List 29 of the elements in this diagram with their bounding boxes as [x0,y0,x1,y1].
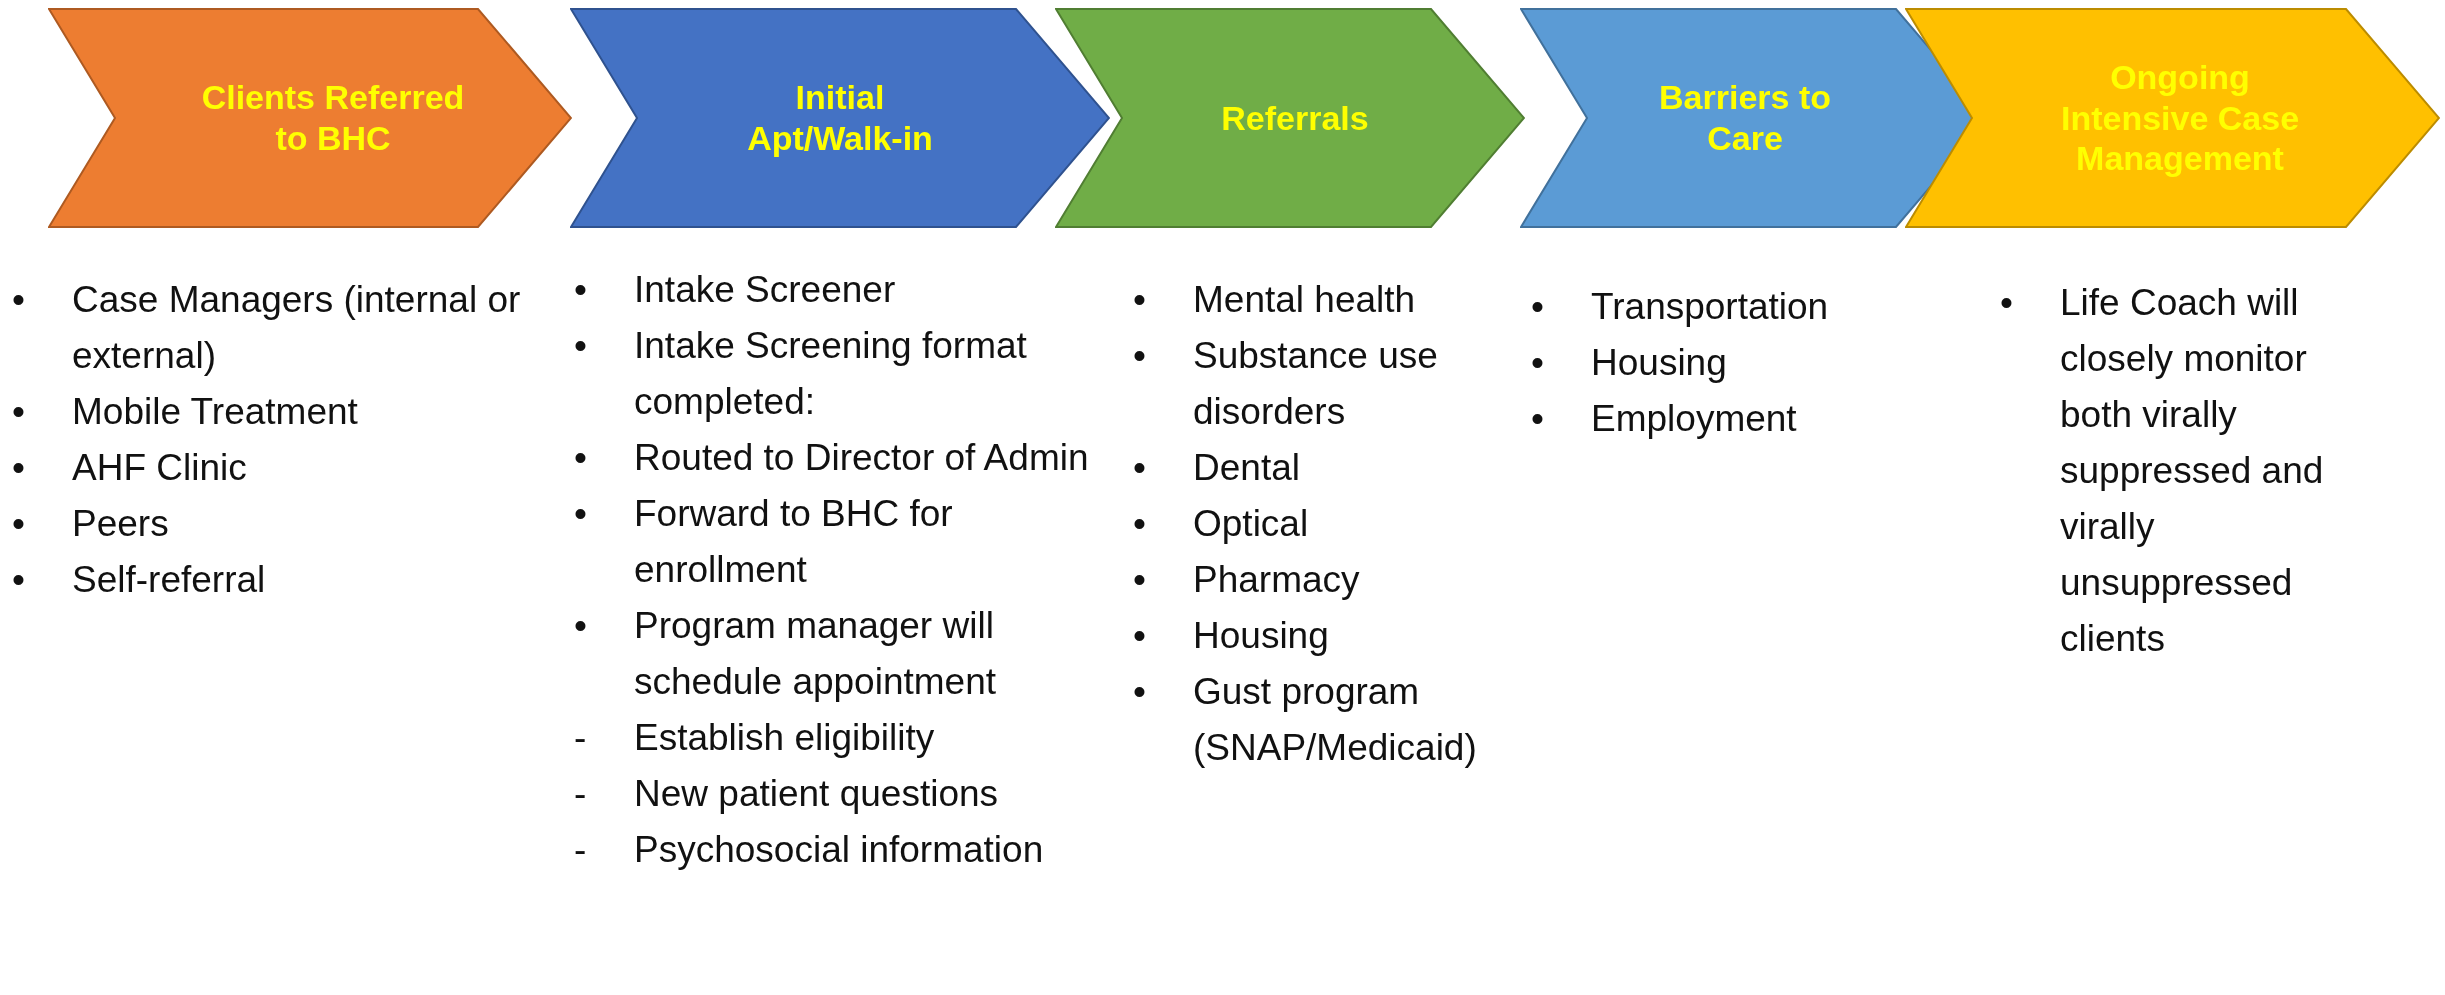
list-item: • Peers [12,502,170,546]
list-item: • Forward to BHC for enrollment [574,492,954,592]
step-title: Clients Referred to BHC [200,77,466,159]
list-item: - Psychosocial information [574,828,1045,872]
list-item: - New patient questions [574,772,1000,816]
list-item: • Employment [1531,397,1798,441]
list-item: • Routed to Director of Admin [574,436,1090,480]
list-item: - Establish eligibility [574,716,936,760]
list-item: • Intake Screening format completed: [574,324,1028,424]
step-title: Ongoing Intensive Case Management [2059,56,2301,180]
list-item: • Transportation [1531,285,1830,329]
list-item: • Self-referral [12,558,267,602]
list-item: • Life Coach will closely monitor both virally suppressed and virally unsuppressed clients [2000,281,2325,661]
list-item: • Dental [1133,446,1301,490]
list-item: • Pharmacy [1133,558,1361,602]
list-item: • Housing [1531,341,1728,385]
step-title: Barriers to Care [1658,77,1832,159]
list-item: • Substance use disorders [1133,334,1439,434]
list-item: • Mobile Treatment [12,390,359,434]
list-item: • Optical [1133,502,1310,546]
step-title: Referrals [1221,97,1369,139]
list-item: • Intake Screener [574,268,897,312]
list-item: • Gust program (SNAP/Medicaid) [1133,670,1478,770]
list-item: • Case Managers (internal or external) [12,278,522,378]
list-item: • AHF Clinic [12,446,248,490]
step-title: Initial Apt/Walk-in [746,77,934,159]
list-item: • Housing [1133,614,1330,658]
list-item: • Mental health [1133,278,1417,322]
list-item: • Program manager will schedule appointment [574,604,998,704]
